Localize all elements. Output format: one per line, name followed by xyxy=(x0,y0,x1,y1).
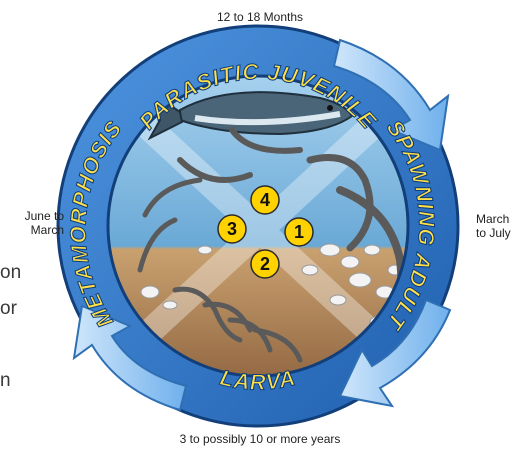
duration-metamorphosis-line-2: March xyxy=(12,223,64,237)
clipped-text-fragment: on xyxy=(0,262,22,284)
svg-text:2: 2 xyxy=(260,254,270,274)
svg-text:3: 3 xyxy=(227,219,237,239)
clipped-text-fragment: n xyxy=(0,370,22,392)
duration-spawning-adult-line-2: to July xyxy=(476,226,520,240)
stage-number-1: 1 xyxy=(285,218,313,246)
duration-spawning-adult: March to July xyxy=(476,212,520,240)
duration-parasitic-juvenile: 12 to 18 Months xyxy=(0,10,520,24)
svg-text:1: 1 xyxy=(294,222,304,242)
duration-larva: 3 to possibly 10 or more years xyxy=(0,432,520,446)
duration-metamorphosis: June to March xyxy=(12,209,64,237)
stage-number-2: 2 xyxy=(251,250,279,278)
duration-spawning-adult-line-1: March xyxy=(476,212,520,226)
duration-metamorphosis-line-1: June to xyxy=(12,209,64,223)
svg-text:4: 4 xyxy=(260,190,270,210)
clipped-text-fragment: or xyxy=(0,298,22,320)
stage-number-3: 3 xyxy=(218,215,246,243)
stage-number-4: 4 xyxy=(251,186,279,214)
